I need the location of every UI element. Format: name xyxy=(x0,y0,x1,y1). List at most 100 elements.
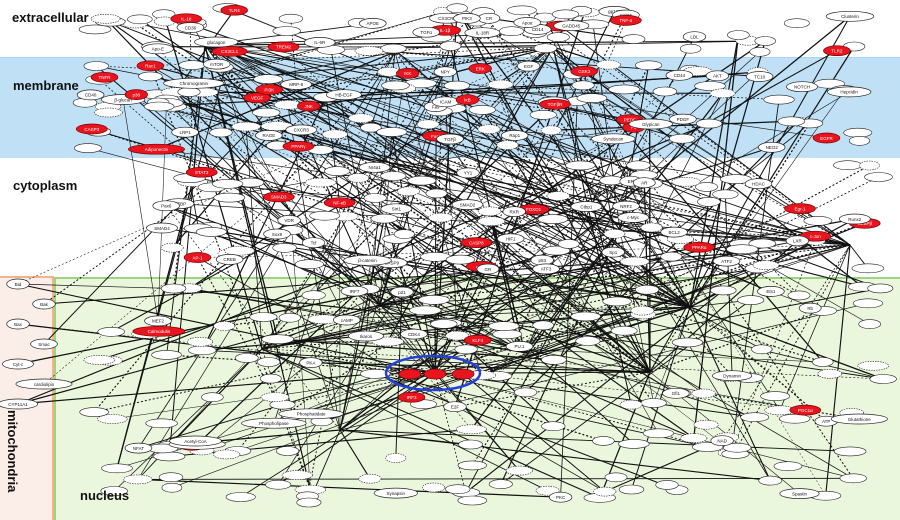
gene-node[interactable]: Spastin xyxy=(780,489,819,499)
gene-node[interactable]: PPARα xyxy=(684,242,715,252)
gene-node[interactable]: PPARγ xyxy=(283,141,314,151)
gene-node[interactable]: HIF1 xyxy=(497,234,524,244)
gene-node[interactable]: cAMP xyxy=(333,315,360,325)
gene-node[interactable]: SMAD2 xyxy=(452,200,483,210)
gene-node[interactable]: IL-6R xyxy=(304,37,335,47)
gene-node[interactable]: p53 xyxy=(531,255,554,265)
gene-node[interactable]: TC10 xyxy=(746,72,773,82)
gene-node[interactable]: CASP3 xyxy=(76,124,107,134)
gene-node[interactable]: Sirt1 xyxy=(381,204,412,214)
gene-node[interactable]: TREM2 xyxy=(268,42,299,52)
gene-node[interactable]: Synapsin xyxy=(374,488,418,498)
gene-node[interactable]: IL-18R xyxy=(465,28,500,38)
gene-node[interactable]: EGF xyxy=(517,61,540,71)
gene-node[interactable]: Calmodulin xyxy=(133,326,185,336)
gene-node[interactable]: TLR2 xyxy=(824,46,851,56)
gene-node[interactable]: Hepcidin xyxy=(827,87,871,97)
gene-node[interactable]: ICAM xyxy=(432,97,459,107)
gene-node[interactable]: PGC1α xyxy=(790,405,821,415)
gene-node[interactable]: Pax6 xyxy=(153,201,180,211)
gene-node[interactable]: IRF3 xyxy=(398,392,425,402)
gene-node[interactable]: CD40 xyxy=(77,90,104,100)
gene-node[interactable]: GR xyxy=(477,264,499,274)
gene-node[interactable]: Bax xyxy=(7,319,30,329)
gene-node[interactable]: EGFR xyxy=(813,133,840,143)
gene-node[interactable]: mTOR xyxy=(203,59,230,69)
gene-node[interactable]: Phospholipase xyxy=(242,418,307,428)
gene-node[interactable]: NAD xyxy=(711,436,734,446)
gene-node[interactable]: Dynamin xyxy=(712,371,751,381)
gene-node[interactable]: SMAD3 xyxy=(263,192,294,202)
gene-node[interactable]: PIK3 xyxy=(454,13,481,23)
gene-node[interactable]: CD44 xyxy=(666,70,693,80)
gene-node[interactable]: JNK xyxy=(297,101,320,111)
gene-node[interactable]: TLR4 xyxy=(221,5,248,15)
gene-node[interactable]: Bak xyxy=(33,299,56,309)
gene-node[interactable]: Apo-E xyxy=(142,44,173,54)
gene-node[interactable]: p38 xyxy=(125,90,148,100)
gene-node[interactable]: VDR xyxy=(278,215,301,225)
gene-node[interactable]: SMAD4 xyxy=(147,223,178,233)
gene-node[interactable]: IKK xyxy=(396,68,419,78)
gene-node[interactable]: Glutathione xyxy=(831,414,887,424)
gene-node[interactable]: ERK xyxy=(469,64,492,74)
gene-node[interactable]: TNF-α xyxy=(610,15,641,25)
gene-node[interactable]: ATF3 xyxy=(533,264,560,274)
gene-node[interactable]: CASP8 xyxy=(461,238,492,248)
gene-node[interactable]: TNFR xyxy=(91,72,118,82)
gene-node[interactable]: MRP-8 xyxy=(281,79,312,89)
gene-node[interactable]: NPY xyxy=(434,67,457,77)
gene-node[interactable]: NEO2 xyxy=(758,142,785,152)
gene-node[interactable]: Ikaros xyxy=(348,331,383,341)
gene-node[interactable]: Cyt-c xyxy=(3,359,34,369)
gene-node[interactable]: Egr-1 xyxy=(785,204,816,214)
gene-node[interactable]: Nr4a1 xyxy=(359,162,390,172)
gene-node[interactable]: HDAC xyxy=(745,179,772,189)
gene-node[interactable]: AKT xyxy=(706,71,729,81)
gene-node[interactable]: NRF2 xyxy=(613,201,640,211)
gene-node[interactable]: Rac1 xyxy=(137,61,164,71)
gene-node[interactable]: Apoα xyxy=(514,18,541,28)
selected-node[interactable] xyxy=(424,369,446,379)
gene-node[interactable]: Ctbp1 xyxy=(571,202,602,212)
gene-node[interactable]: YY1 xyxy=(457,168,480,178)
gene-node[interactable]: Smac xyxy=(31,339,58,349)
gene-node[interactable]: AR xyxy=(633,178,655,188)
gene-node[interactable]: HB-EGF xyxy=(326,90,361,100)
gene-node[interactable]: Rap1 xyxy=(501,130,528,140)
gene-node[interactable]: IRF7 xyxy=(341,286,368,296)
gene-node[interactable]: Sox9 xyxy=(264,229,291,239)
gene-node[interactable]: BCL2 xyxy=(661,227,688,237)
gene-node[interactable]: Ets1 xyxy=(758,286,785,296)
gene-node[interactable]: STAT3 xyxy=(186,167,217,177)
gene-node[interactable]: PKC xyxy=(549,492,572,502)
gene-node[interactable]: c-Myc xyxy=(618,212,649,222)
gene-node[interactable]: LRP1 xyxy=(172,127,199,137)
gene-node[interactable]: CX3CL1 xyxy=(212,46,247,56)
gene-node[interactable]: p21 xyxy=(391,287,414,297)
gene-node[interactable]: CR xyxy=(478,13,500,23)
gene-node[interactable]: Phosphatidate xyxy=(279,409,344,419)
gene-node[interactable]: GADD45 xyxy=(554,21,589,31)
gene-node[interactable]: CDK4 xyxy=(401,329,428,339)
gene-node[interactable]: NF-κB xyxy=(324,198,355,208)
gene-node[interactable]: LXR xyxy=(786,236,809,246)
gene-node[interactable]: CXCR3 xyxy=(286,125,317,135)
gene-node[interactable]: PI3K xyxy=(256,85,283,95)
gene-node[interactable]: LDL xyxy=(683,32,706,42)
selected-node[interactable] xyxy=(399,369,421,379)
gene-node[interactable]: CD36 xyxy=(177,23,204,33)
gene-node[interactable]: RAGE xyxy=(256,130,283,140)
gene-node[interactable]: KLF4 xyxy=(464,335,491,345)
gene-node[interactable]: PKA xyxy=(300,358,323,368)
gene-node[interactable]: Rb xyxy=(799,303,821,313)
gene-node[interactable]: Sp1 xyxy=(602,247,625,257)
gene-node[interactable]: MEF2 xyxy=(145,316,172,326)
gene-node[interactable]: Syndecan xyxy=(592,134,636,144)
gene-node[interactable]: NOTCH xyxy=(787,82,818,92)
gene-node[interactable]: TGFβR xyxy=(540,99,571,109)
gene-node[interactable]: NFAT xyxy=(125,443,152,453)
gene-node[interactable]: IL-18 xyxy=(171,14,202,24)
gene-node[interactable]: AP-1 xyxy=(184,253,211,263)
gene-node[interactable]: Adiponectin xyxy=(128,144,184,154)
